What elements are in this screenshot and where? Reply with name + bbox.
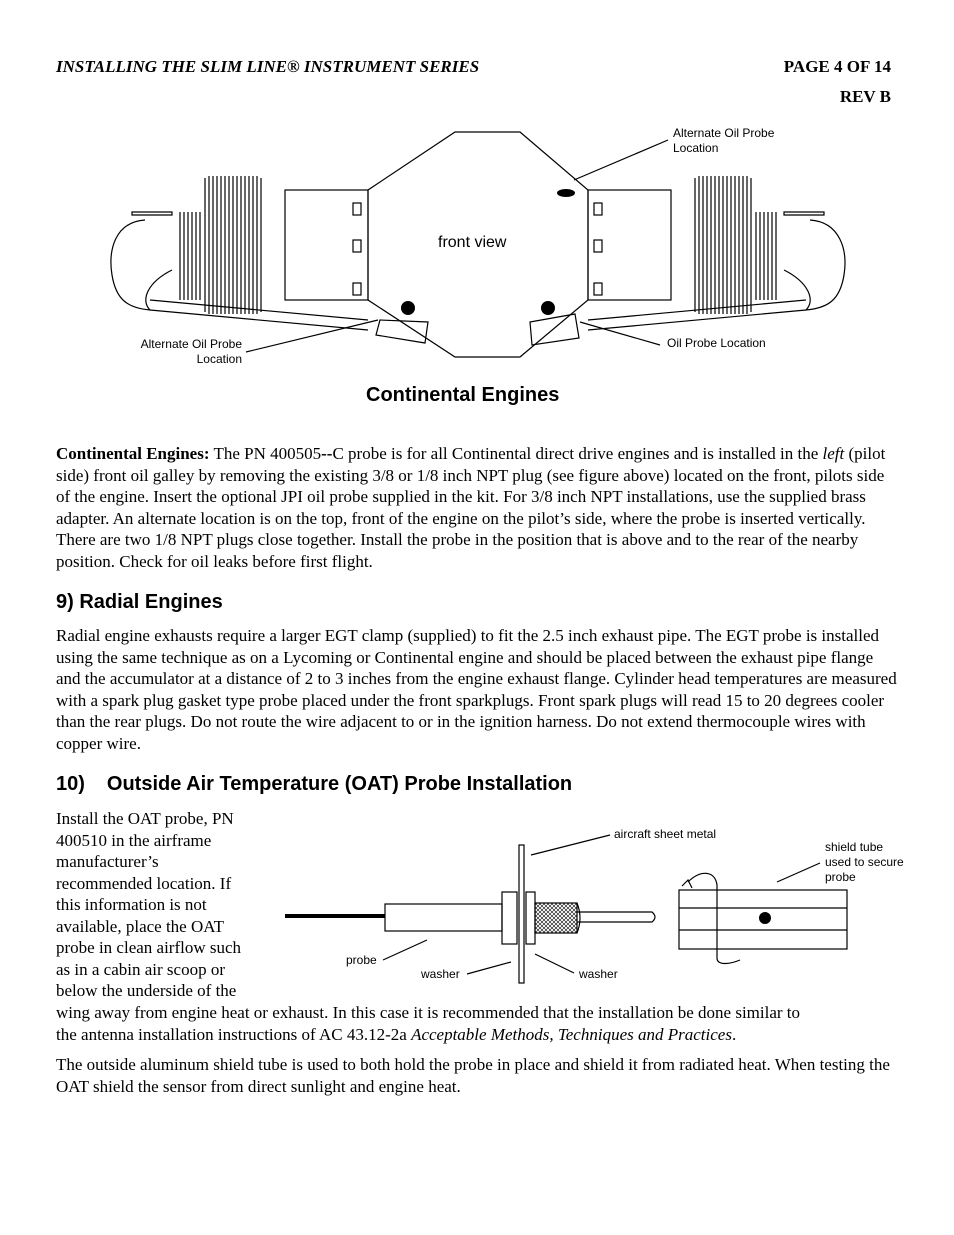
label-washer-right: washer (578, 967, 618, 981)
page-number: PAGE 4 OF 14 (783, 57, 891, 76)
shield-tube (678, 889, 848, 950)
label-washer-left: washer (420, 967, 460, 981)
left-oil-plug (401, 301, 415, 315)
revision: REV B (839, 87, 891, 106)
continental-paragraph: Continental Engines: The PN 400505--C pr… (56, 444, 886, 571)
shield-screw (759, 912, 771, 924)
rotation-arrow (687, 872, 741, 965)
probe-tip (577, 911, 656, 923)
label-front-view: front view (438, 234, 507, 251)
oat-shield-paragraph: The outside aluminum shield tube is used… (56, 1055, 890, 1096)
label-shield-3: probe (825, 870, 856, 884)
document-title: INSTALLING THE SLIM LINE® INSTRUMENT SER… (56, 57, 480, 76)
label-alt-left-2: Location (197, 352, 242, 366)
right-cylinder-fins (694, 176, 777, 314)
section-9-heading: 9) Radial Engines (56, 591, 223, 613)
leader-alt-left (245, 319, 379, 353)
oil-probe-plug (541, 301, 555, 315)
left-cylinder-fins (179, 176, 262, 314)
label-sheet-metal: aircraft sheet metal (614, 827, 716, 841)
figure-caption: Continental Engines (366, 384, 560, 406)
label-oil-probe: Oil Probe Location (667, 336, 766, 350)
oat-left-column: Install the OAT probe, PN 400510 in the … (56, 809, 242, 1000)
washer-right-shape (525, 891, 536, 945)
label-shield-1: shield tube (825, 840, 883, 854)
label-alt-left-1: Alternate Oil Probe (141, 337, 243, 351)
alternate-oil-probe-plug (557, 189, 575, 197)
label-probe: probe (346, 953, 377, 967)
leader-alt-top (573, 139, 669, 181)
threaded-nut (534, 902, 578, 934)
label-shield-2: used to secure (825, 855, 904, 869)
leader-oil-probe (579, 321, 661, 346)
oat-paragraph-continued: wing away from engine heat or exhaust. I… (56, 1003, 801, 1044)
oat-probe-diagram: aircraft sheet metal shield tube used to… (285, 827, 904, 984)
section-10-heading: 10)Outside Air Temperature (OAT) Probe I… (56, 773, 573, 795)
label-alt-top-2: Location (673, 141, 718, 155)
sheet-metal (518, 844, 525, 984)
radial-paragraph: Radial engine exhausts require a larger … (56, 626, 897, 753)
probe-body (384, 903, 503, 932)
washer-left-shape (501, 891, 518, 945)
continental-engine-diagram: Alternate Oil Probe Location front view … (110, 126, 846, 366)
continental-lead: Continental Engines: (56, 444, 210, 463)
label-alt-top-1: Alternate Oil Probe (673, 126, 775, 140)
